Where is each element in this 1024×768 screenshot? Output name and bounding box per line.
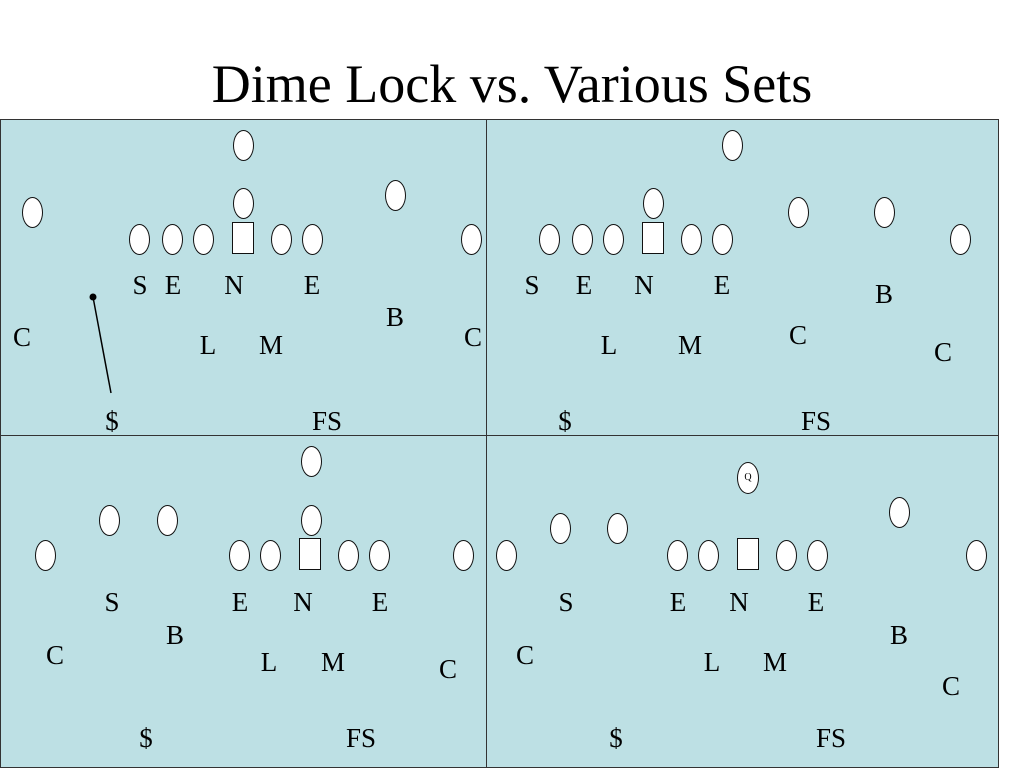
label-m: M (258, 330, 284, 360)
offense-player (162, 224, 183, 255)
offense-player (550, 513, 571, 544)
label-c: C (515, 640, 535, 670)
label-c: C (45, 640, 65, 670)
offense-player (233, 130, 254, 161)
label-fs: FS (311, 406, 343, 436)
offense-player (193, 224, 214, 255)
label-b: B (165, 620, 185, 650)
offense-player (698, 540, 719, 571)
offense-player (643, 188, 664, 219)
offense-player (889, 497, 910, 528)
label-c: C (12, 322, 32, 352)
label-dollar: $ (609, 723, 623, 753)
offense-player (667, 540, 688, 571)
label-l: L (703, 647, 721, 677)
label-n: N (293, 587, 313, 617)
label-dollar: $ (139, 723, 153, 753)
offense-player (807, 540, 828, 571)
offense-player (607, 513, 628, 544)
offense-player (233, 188, 254, 219)
quarterback: Q (737, 462, 759, 494)
label-c: C (438, 654, 458, 684)
label-e: E (713, 270, 731, 300)
label-c: C (933, 337, 953, 367)
label-b: B (889, 620, 909, 650)
offense-player (603, 224, 624, 255)
offense-player (539, 224, 560, 255)
offense-player (385, 180, 406, 211)
center-square (737, 538, 759, 570)
offense-player (874, 197, 895, 228)
offense-player (776, 540, 797, 571)
center-square (299, 538, 321, 570)
offense-player (338, 540, 359, 571)
label-dollar: $ (105, 406, 119, 436)
label-b: B (874, 279, 894, 309)
label-dollar: $ (558, 406, 572, 436)
label-n: N (224, 270, 244, 300)
offense-player (453, 540, 474, 571)
label-m: M (762, 647, 788, 677)
label-s: S (558, 587, 574, 617)
offense-player (722, 130, 743, 161)
label-c: C (788, 320, 808, 350)
offense-player (129, 224, 150, 255)
label-e: E (575, 270, 593, 300)
offense-player (712, 224, 733, 255)
label-e: E (371, 587, 389, 617)
offense-player (950, 224, 971, 255)
label-fs: FS (345, 723, 377, 753)
label-c: C (941, 671, 961, 701)
offense-player (302, 224, 323, 255)
label-e: E (669, 587, 687, 617)
offense-player (35, 540, 56, 571)
label-m: M (677, 330, 703, 360)
label-fs: FS (800, 406, 832, 436)
offense-player (681, 224, 702, 255)
label-n: N (729, 587, 749, 617)
offense-player (461, 224, 482, 255)
label-c: C (463, 322, 483, 352)
offense-player (271, 224, 292, 255)
label-fs: FS (815, 723, 847, 753)
label-l: L (600, 330, 618, 360)
offense-player (369, 540, 390, 571)
label-e: E (231, 587, 249, 617)
offense-player (157, 505, 178, 536)
offense-player (22, 197, 43, 228)
offense-player (260, 540, 281, 571)
offense-player (301, 505, 322, 536)
panel-divider-vertical (486, 119, 487, 768)
label-s: S (132, 270, 148, 300)
label-s: S (524, 270, 540, 300)
offense-player (788, 197, 809, 228)
panel-divider-horizontal (0, 435, 999, 436)
label-b: B (385, 302, 405, 332)
label-s: S (104, 587, 120, 617)
label-e: E (164, 270, 182, 300)
label-e: E (807, 587, 825, 617)
label-l: L (260, 647, 278, 677)
label-l: L (199, 330, 217, 360)
field-background (0, 119, 999, 768)
offense-player (496, 540, 517, 571)
center-square (232, 222, 254, 254)
label-m: M (320, 647, 346, 677)
offense-player (229, 540, 250, 571)
label-e: E (303, 270, 321, 300)
center-square (642, 222, 664, 254)
label-n: N (634, 270, 654, 300)
offense-player (99, 505, 120, 536)
offense-player (301, 446, 322, 477)
offense-player (966, 540, 987, 571)
page-title: Dime Lock vs. Various Sets (211, 54, 813, 114)
offense-player (572, 224, 593, 255)
